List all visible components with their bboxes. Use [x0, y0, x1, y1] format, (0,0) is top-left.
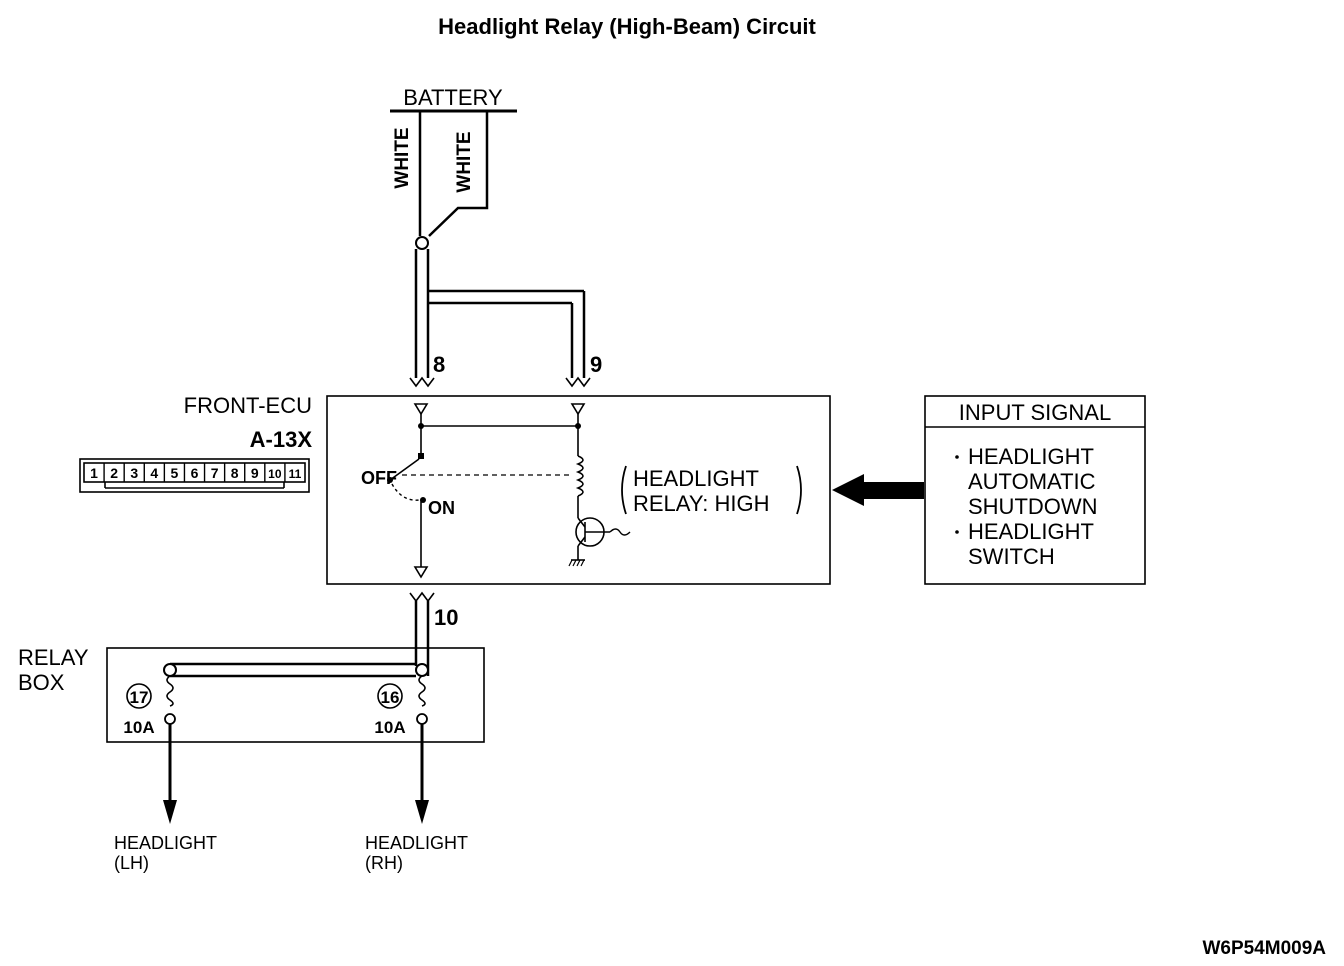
connector-pin-10: 10: [268, 467, 282, 481]
switch-on-label: ON: [428, 498, 455, 518]
outputs: HEADLIGHT (LH) HEADLIGHT (RH): [114, 724, 468, 873]
relay-switch-arm: [389, 458, 420, 481]
terminal-8-label: 8: [433, 352, 445, 377]
connector-pin-8: 8: [231, 465, 239, 481]
terminal-8-connector: [409, 376, 435, 388]
connector-pin-4: 4: [150, 465, 158, 481]
connector-pin-11: 11: [289, 467, 302, 481]
fuse-16-number: 16: [381, 688, 400, 707]
bullet-icon: [955, 455, 959, 459]
input-signal-title: INPUT SIGNAL: [959, 400, 1111, 425]
fuse-16-number-circle: [377, 683, 403, 709]
terminal-10-connector: [409, 591, 435, 603]
connector-pin-5: 5: [171, 465, 179, 481]
fuse-17-rating: 10A: [123, 718, 154, 737]
input-item-1-line-3: SHUTDOWN: [968, 494, 1098, 519]
bullet-icon: [955, 530, 959, 534]
connector-pin-3: 3: [130, 465, 138, 481]
fuse-17-icon: [166, 675, 174, 707]
battery-wire-right: [428, 111, 489, 237]
input-signal-box: [924, 395, 1146, 585]
relay-label-line2: RELAY: HIGH: [633, 491, 770, 516]
front-ecu: FRONT-ECU A-13X OFF ON: [184, 393, 831, 585]
connector-pin-1: 1: [90, 465, 98, 481]
output-rh-line1: HEADLIGHT: [365, 833, 468, 853]
relay-box-outline: [106, 647, 485, 743]
splice-point: [415, 236, 429, 250]
relay-coil-icon: [575, 455, 584, 497]
relay-box-label-line2: BOX: [18, 670, 65, 695]
inner-terminal-10: [413, 566, 429, 579]
relay-box: RELAY BOX 17 10A 16 10A: [18, 645, 485, 743]
wire-color-white-2: WHITE: [454, 131, 475, 192]
input-item-2-line-1: HEADLIGHT: [968, 519, 1094, 544]
diagram-title: Headlight Relay (High-Beam) Circuit: [438, 14, 816, 39]
fuse-17-number-circle: [126, 683, 152, 709]
relay-box-splice: [415, 663, 429, 677]
output-arrow-lh-icon: [163, 800, 177, 824]
connector-outline: [79, 458, 310, 493]
output-arrow-rh-icon: [415, 800, 429, 824]
wire-color-white-1: WHITE: [392, 127, 413, 188]
switch-travel-arc: [391, 483, 421, 501]
input-arrow-icon: [832, 474, 924, 506]
paren-left: [621, 465, 627, 515]
terminal-10-label: 10: [434, 605, 458, 630]
connector-pin-6: 6: [191, 465, 199, 481]
figure-code: W6P54M009A: [1202, 938, 1326, 959]
front-ecu-label: FRONT-ECU: [184, 393, 312, 418]
fuse-17-number: 17: [130, 688, 149, 707]
battery-label: BATTERY: [403, 85, 503, 110]
relay-box-label-line1: RELAY: [18, 645, 89, 670]
connector-code: A-13X: [250, 427, 313, 452]
input-signal: INPUT SIGNAL HEADLIGHT AUTOMATIC SHUTDOW…: [832, 395, 1146, 585]
connector-pin-7: 7: [211, 465, 219, 481]
control-signal-icon: [609, 528, 631, 536]
input-item-2-line-2: SWITCH: [968, 544, 1055, 569]
connector-pin-2: 2: [110, 465, 118, 481]
terminal-9-label: 9: [590, 352, 602, 377]
paren-right: [796, 465, 802, 515]
inner-terminal-9: [570, 403, 586, 416]
output-lh-line1: HEADLIGHT: [114, 833, 217, 853]
connector-pin-9: 9: [251, 465, 259, 481]
front-ecu-box: [326, 395, 831, 585]
terminal-10-wires: 10: [409, 591, 458, 676]
input-item-1-line-2: AUTOMATIC: [968, 469, 1096, 494]
battery: BATTERY WHITE WHITE: [390, 85, 517, 250]
terminal-9-connector: [565, 376, 591, 388]
feed-wires: 8 9: [409, 249, 602, 388]
switch-off-label: OFF: [361, 468, 397, 488]
inner-terminal-8: [413, 403, 429, 416]
fuse-16-rating: 10A: [374, 718, 405, 737]
fuse-16-icon: [418, 675, 426, 707]
output-lh-line2: (LH): [114, 853, 149, 873]
output-rh-line2: (RH): [365, 853, 403, 873]
input-item-1-line-1: HEADLIGHT: [968, 444, 1094, 469]
relay-label-line1: HEADLIGHT: [633, 466, 759, 491]
